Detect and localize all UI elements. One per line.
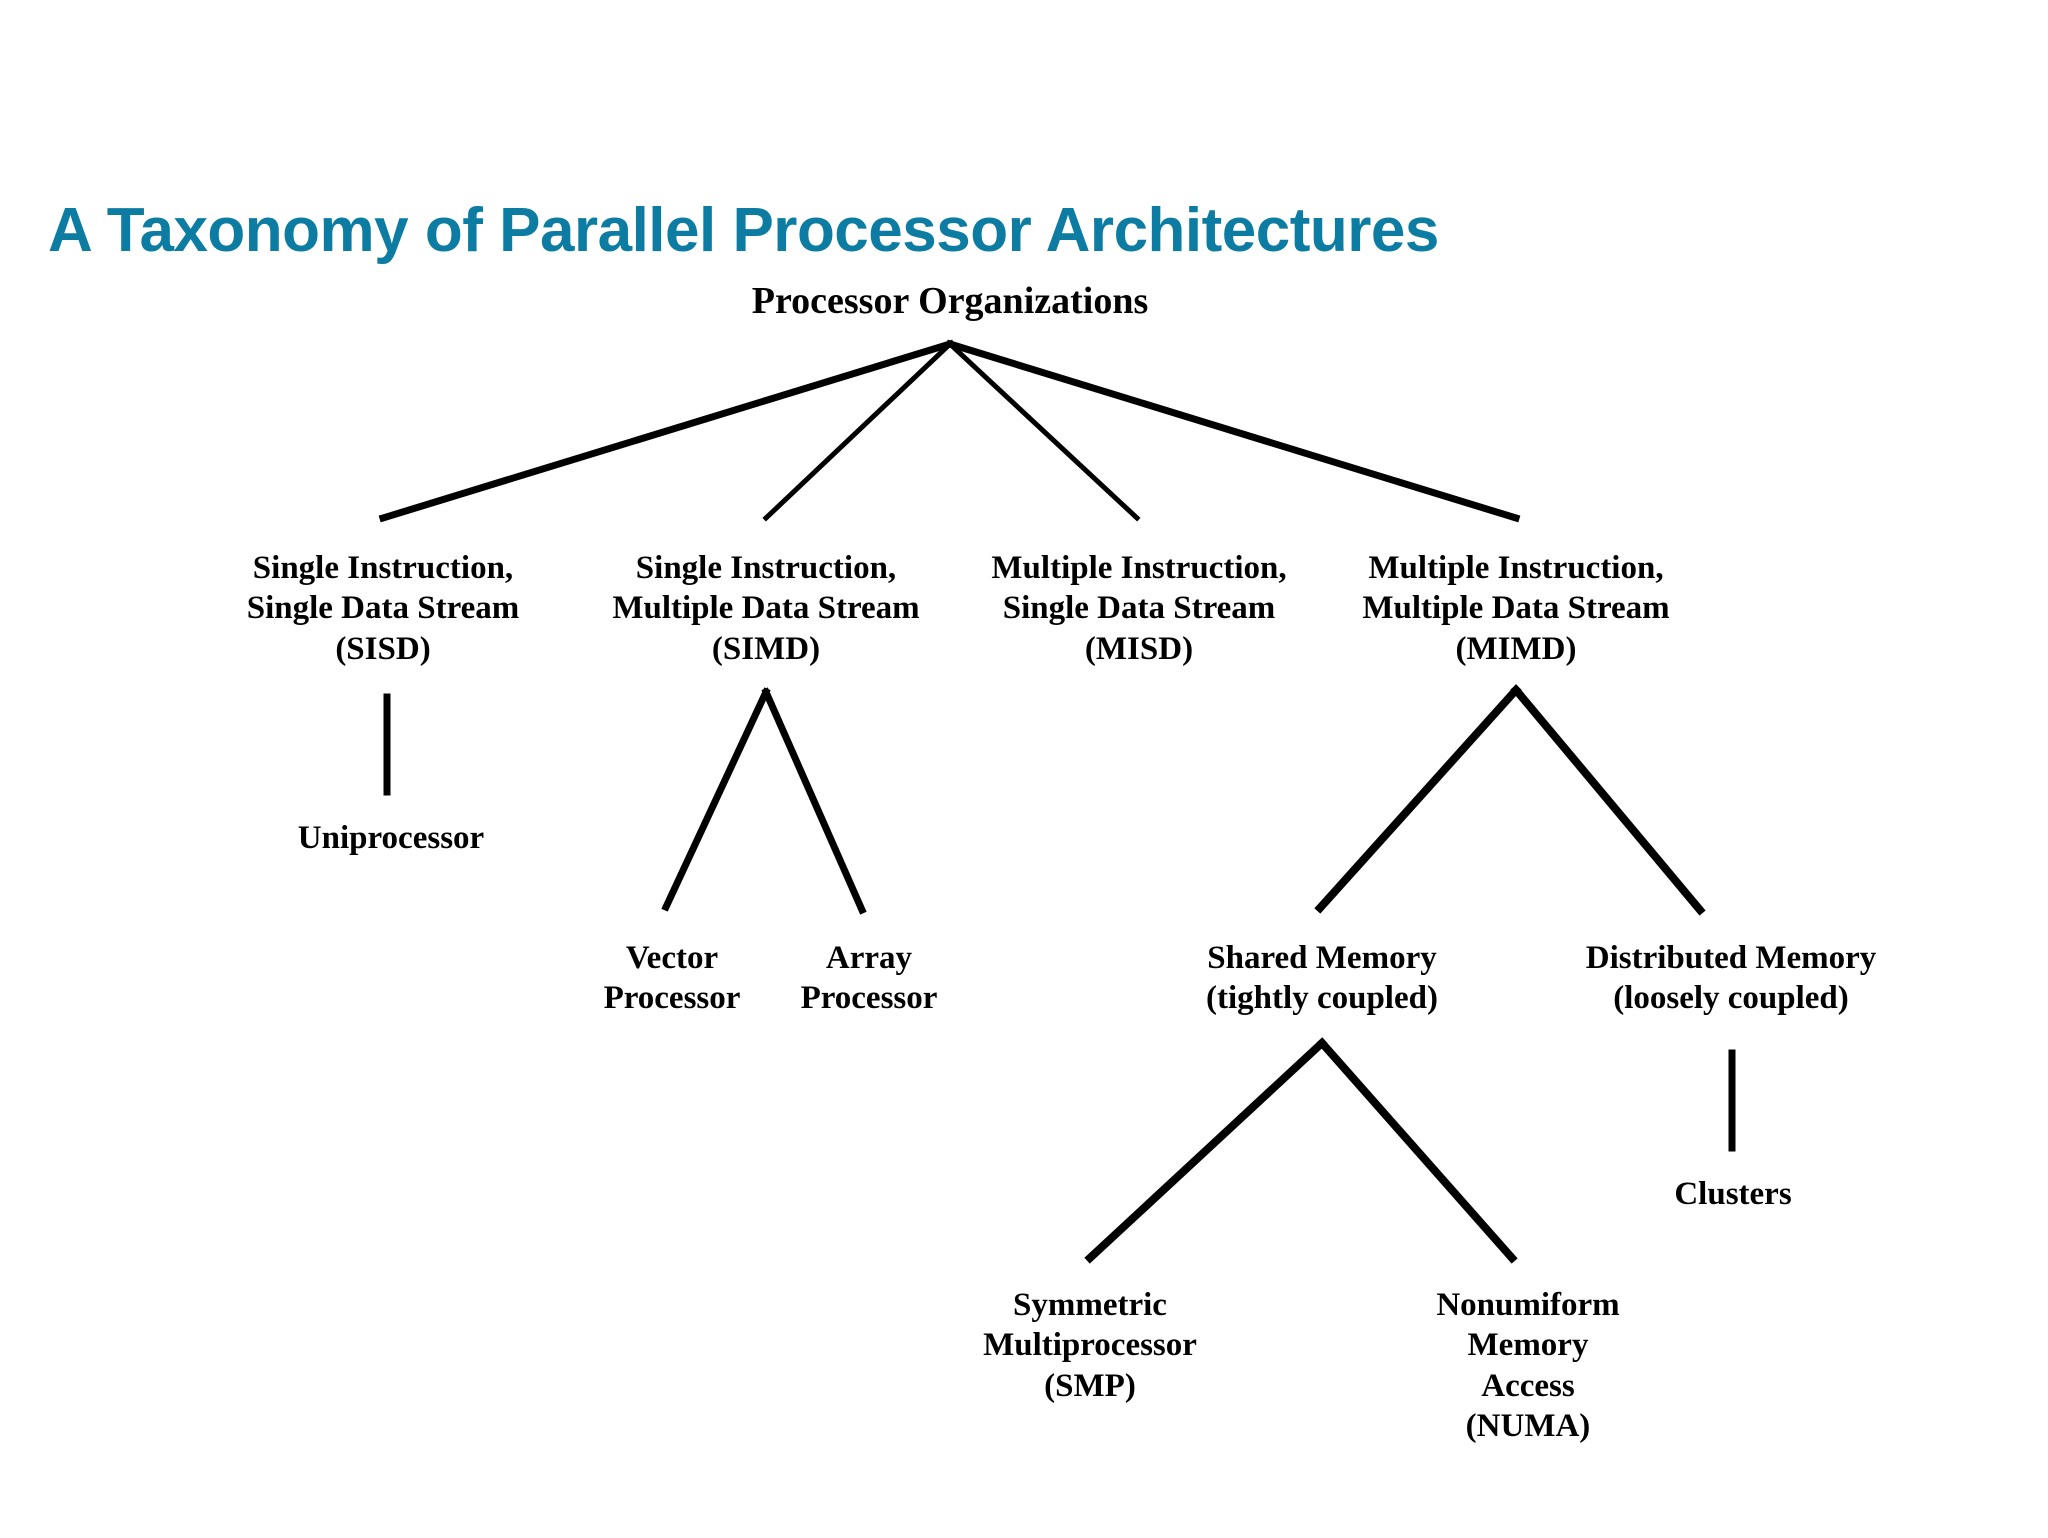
- edge-root-simd: [762, 340, 954, 522]
- tree-node-vector-processor: Vector Processor: [603, 940, 741, 1017]
- tree-node-shared-memory: Shared Memory (tightly coupled): [1206, 940, 1438, 1017]
- edge-root-mimd: [945, 339, 1521, 523]
- edge-root-sisd: [378, 339, 955, 523]
- tree-node-uniprocessor: Uniprocessor: [297, 820, 485, 856]
- tree-node-mimd: Multiple Instruction, Multiple Data Stre…: [1362, 550, 1670, 667]
- tree-node-sisd: Single Instruction, Single Data Stream (…: [246, 550, 520, 667]
- slide-footer: Pearson Copyright © 2019, 2016, 2013 Pea…: [0, 1418, 2048, 1538]
- tree-node-simd: Single Instruction, Multiple Data Stream…: [612, 550, 920, 667]
- edge-root-misd: [946, 340, 1141, 522]
- edge-mimd-distributed: [1510, 684, 1706, 916]
- page-title: A Taxonomy of Parallel Processor Archite…: [48, 195, 1439, 265]
- tree-node-processor-organizations: Processor Organizations: [751, 280, 1149, 322]
- tree-node-misd: Multiple Instruction, Single Data Stream…: [991, 550, 1287, 667]
- edge-simd-array: [761, 687, 867, 915]
- tree-node-clusters: Clusters: [1674, 1176, 1792, 1212]
- edge-mimd-shared: [1314, 684, 1522, 914]
- tree-node-array-processor: Array Processor: [800, 940, 938, 1017]
- tree-node-distributed-memory: Distributed Memory (loosely coupled): [1585, 940, 1877, 1017]
- edge-shared-numa: [1316, 1037, 1518, 1264]
- tree-node-smp: Symmetric Multiprocessor (SMP): [983, 1287, 1197, 1404]
- edge-simd-vector: [661, 687, 771, 912]
- tree-node-numa: Nonumiform Memory Access (NUMA): [1436, 1287, 1620, 1444]
- edge-shared-smp: [1084, 1037, 1328, 1264]
